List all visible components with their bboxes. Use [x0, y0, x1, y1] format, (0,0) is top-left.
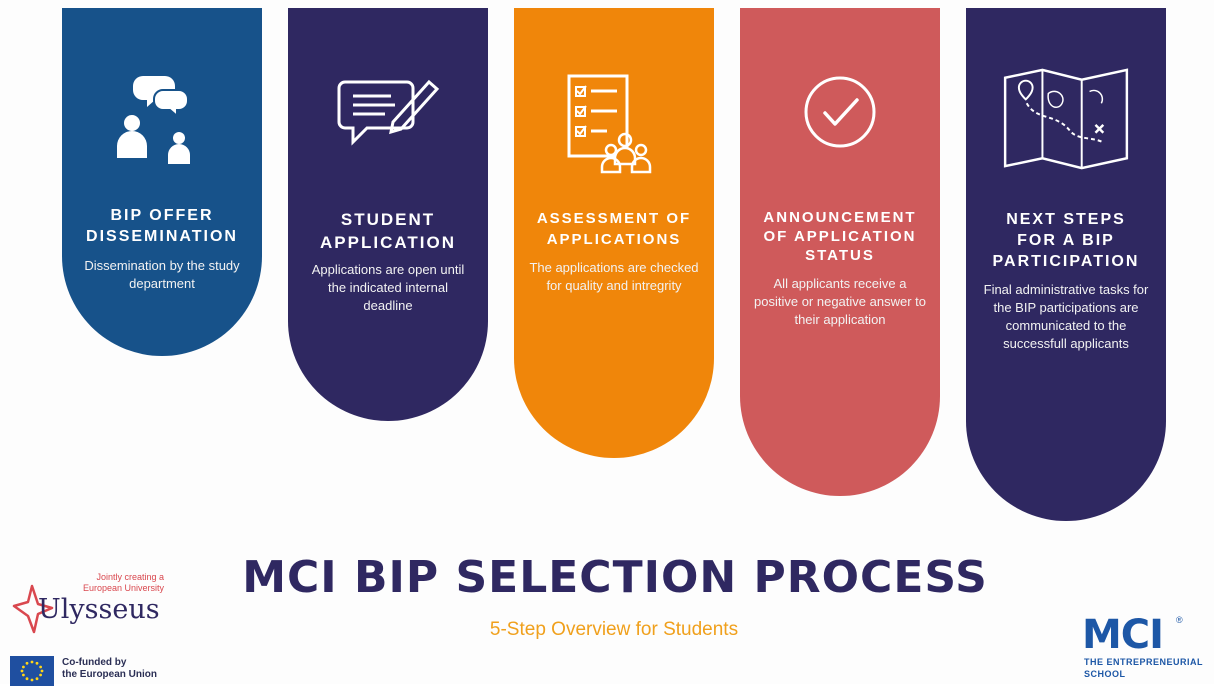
step-3-title: ASSESSMENT OF APPLICATIONS — [536, 210, 692, 248]
mci-logo: MCI ® THE ENTREPRENEURIAL SCHOOL — [1080, 612, 1214, 682]
step-5-description: Final administrative tasks for the BIP p… — [983, 282, 1149, 351]
step-5-card: NEXT STEPS FOR A BIP PARTICIPATION Final… — [966, 8, 1166, 521]
ulysseus-star-icon — [12, 584, 54, 634]
step-2-description: Applications are open until the indicate… — [311, 262, 465, 313]
eu-cofunding-line-1: Co-funded by — [62, 657, 127, 668]
step-3-description: The applications are checked for quality… — [529, 260, 699, 293]
people-chat-icon — [117, 76, 190, 164]
eu-flag-icon — [10, 656, 54, 686]
step-2-card: STUDENT APPLICATION Applications are ope… — [288, 8, 488, 421]
mci-registered-mark: ® — [1176, 615, 1183, 625]
check-circle-icon — [804, 76, 876, 148]
step-1-description: Dissemination by the study department — [84, 258, 240, 291]
eu-stars-icon — [20, 660, 44, 682]
checklist-group-icon — [567, 74, 652, 174]
ulysseus-tagline-line-2: European University — [82, 583, 164, 593]
mci-subtitle-line-1: THE ENTREPRENEURIAL — [1084, 657, 1204, 667]
map-icon — [1003, 68, 1129, 170]
step-3-card: ASSESSMENT OF APPLICATIONS The applicati… — [514, 8, 714, 458]
speech-bubble-pencil-icon — [337, 79, 440, 146]
ulysseus-tagline-line-1: Jointly creating a — [96, 572, 164, 582]
mci-logo-subtitle: THE ENTREPRENEURIAL SCHOOL — [1084, 656, 1203, 680]
step-4-title: ANNOUNCEMENT OF APPLICATION STATUS — [763, 209, 917, 264]
mci-subtitle-line-2: SCHOOL — [1084, 669, 1126, 679]
eu-cofunding-badge: Co-funded by the European Union — [10, 654, 170, 686]
step-2-title: STUDENT APPLICATION — [320, 210, 456, 252]
step-4-description: All applicants receive a positive or neg… — [754, 276, 926, 327]
ulysseus-name: Ulysseus — [38, 594, 160, 625]
step-1-title: BIP OFFER DISSEMINATION — [86, 207, 238, 245]
eu-cofunding-text: Co-funded by the European Union — [62, 657, 157, 681]
ulysseus-logo: Jointly creating a European University U… — [8, 568, 178, 640]
step-5-title: NEXT STEPS FOR A BIP PARTICIPATION — [992, 211, 1140, 270]
page-title: MCI BIP SELECTION PROCESS — [242, 552, 988, 603]
mci-logo-text: MCI — [1082, 612, 1164, 658]
step-4-card: ANNOUNCEMENT OF APPLICATION STATUS All a… — [740, 8, 940, 496]
step-1-card: BIP OFFER DISSEMINATION Dissemination by… — [62, 8, 262, 356]
page-subtitle: 5-Step Overview for Students — [489, 619, 739, 640]
ulysseus-tagline: Jointly creating a European University — [83, 572, 164, 594]
eu-cofunding-line-2: the European Union — [62, 669, 157, 680]
